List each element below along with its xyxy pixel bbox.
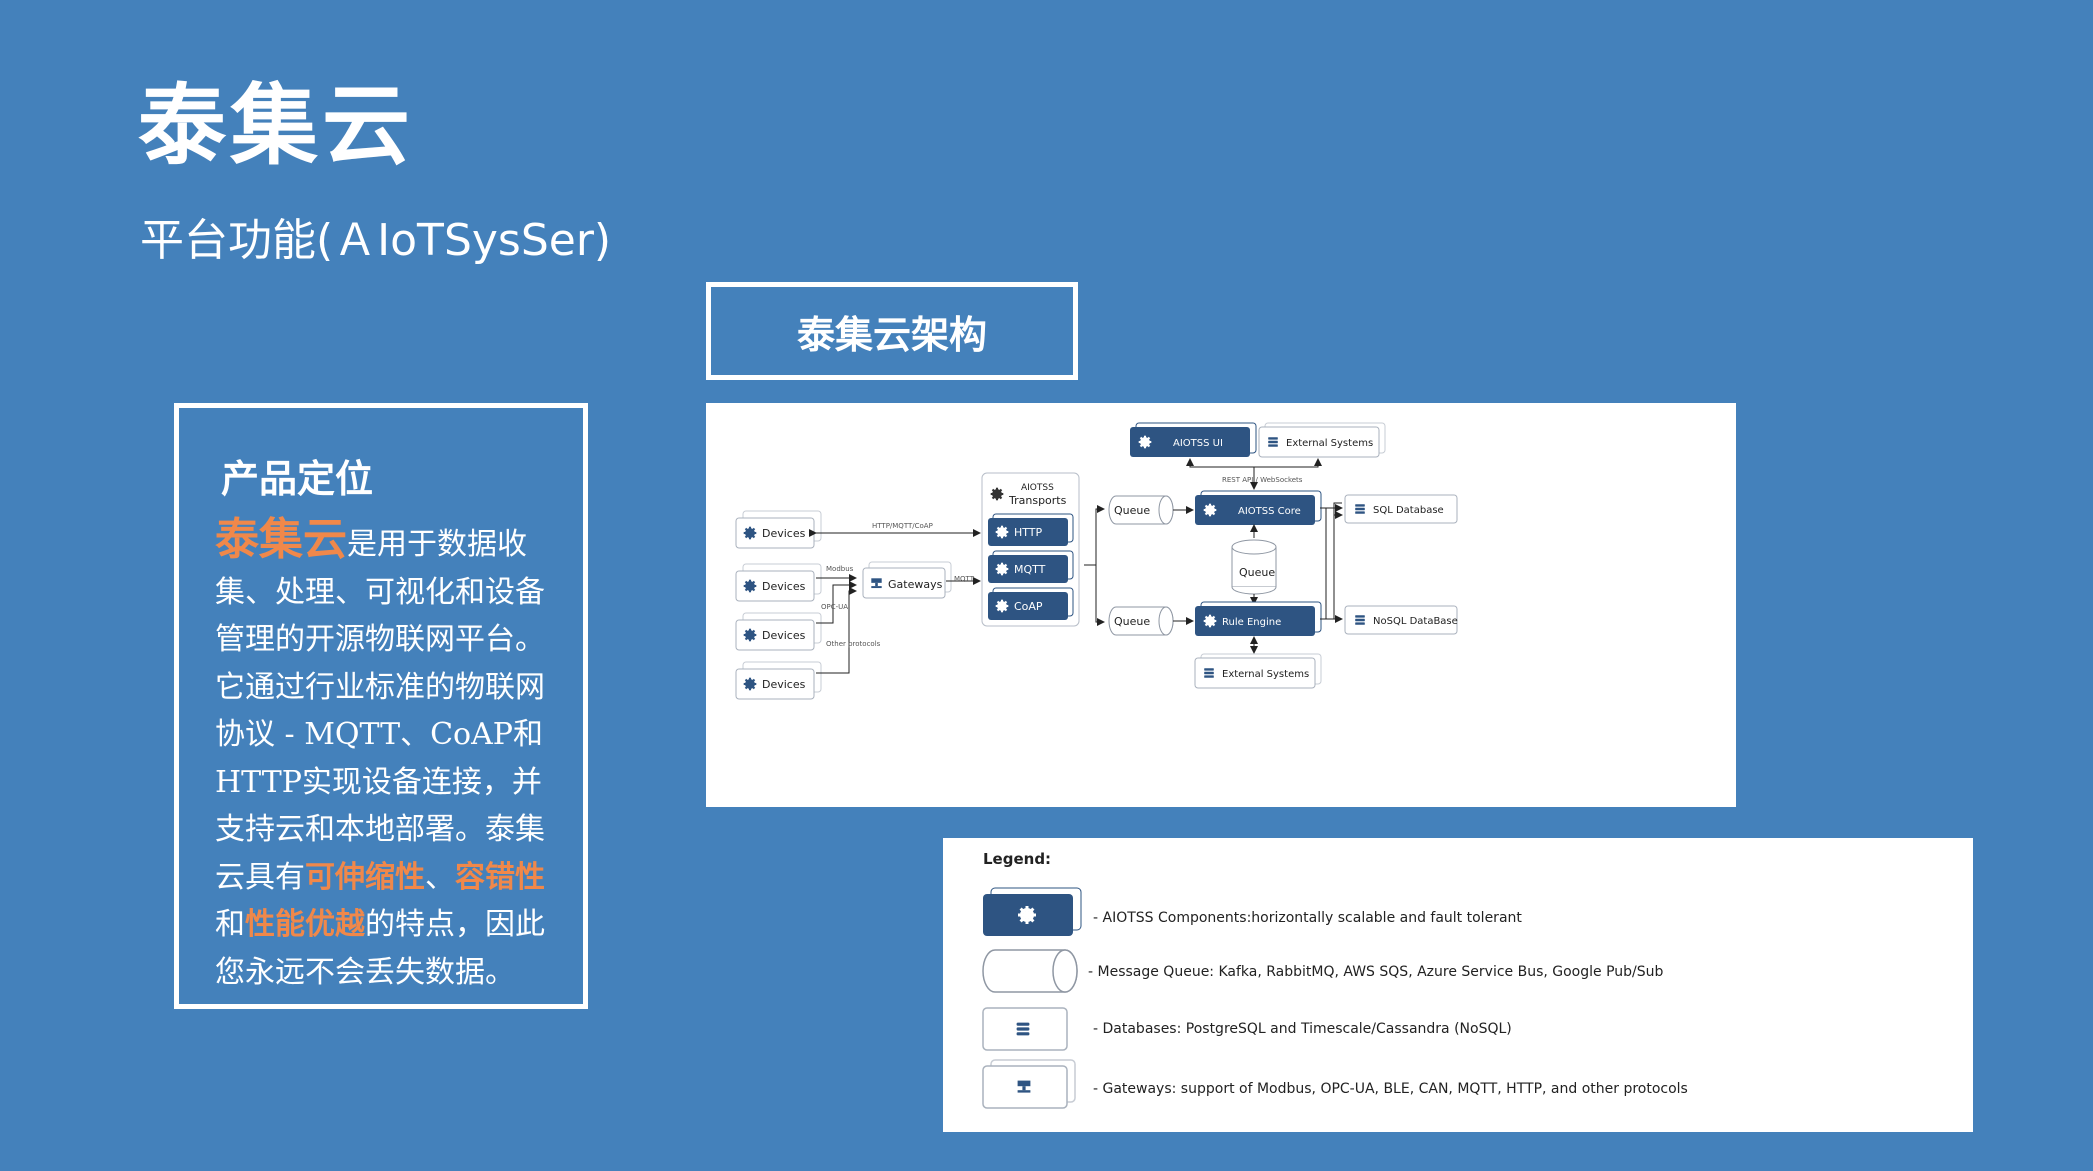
devices-node-4: Devices bbox=[735, 661, 822, 700]
gear-icon bbox=[1203, 614, 1217, 628]
nosql-db-label: NoSQL DataBase bbox=[1373, 616, 1458, 627]
gear-icon bbox=[995, 599, 1009, 613]
legend-gateway-symbol bbox=[982, 1059, 1076, 1109]
mqtt-component: MQTT bbox=[1014, 563, 1046, 576]
transports-line1: AIOTSS bbox=[1021, 483, 1054, 493]
other-protocols-label: Other protocols bbox=[826, 640, 881, 648]
highlight-performance: 性能优越 bbox=[245, 907, 365, 942]
external-systems-bottom: External Systems bbox=[1194, 653, 1322, 689]
mqtt-small-label: MQTT bbox=[954, 575, 975, 583]
transports-line2: Transports bbox=[1008, 494, 1067, 507]
legend-item-queue: - Message Queue: Kafka, RabbitMQ, AWS SQ… bbox=[1088, 964, 1664, 980]
legend-item-databases: - Databases: PostgreSQL and Timescale/Ca… bbox=[1093, 1021, 1512, 1037]
database-icon bbox=[1355, 504, 1365, 514]
gear-icon bbox=[1017, 905, 1037, 925]
devices-label: Devices bbox=[762, 580, 806, 593]
devices-label: Devices bbox=[762, 629, 806, 642]
rule-engine-label: Rule Engine bbox=[1222, 617, 1281, 628]
database-icon bbox=[1268, 437, 1278, 447]
legend-item-components: - AIOTSS Components:horizontally scalabl… bbox=[1093, 910, 1522, 926]
core-label: AIOTSS Core bbox=[1238, 506, 1301, 517]
aiotss-core-component: AIOTSS Core bbox=[1195, 490, 1322, 525]
ui-label: AIOTSS UI bbox=[1173, 438, 1223, 449]
positioning-sep: 、 bbox=[425, 859, 455, 895]
modbus-label: Modbus bbox=[826, 565, 854, 573]
architecture-diagram: Devices Devices Devices Devices Gateways… bbox=[706, 403, 1736, 807]
highlight-scalability: 可伸缩性 bbox=[305, 859, 425, 895]
queue-label: Queue bbox=[1114, 504, 1150, 517]
gateways-node: Gateways bbox=[862, 561, 952, 599]
coap-component: CoAP bbox=[1014, 600, 1043, 613]
legend-title: Legend: bbox=[983, 850, 1051, 868]
page-title: 泰集云 bbox=[138, 74, 415, 177]
positioning-part1: 是用于数据收集、处理、可视化和设备管理的开源物联网平台。它通过行业标准的物联网协… bbox=[215, 527, 545, 895]
positioning-part2: 和 bbox=[215, 907, 245, 942]
gear-icon bbox=[995, 525, 1009, 539]
gear-icon bbox=[1138, 435, 1152, 449]
architecture-label: 泰集云架构 bbox=[706, 282, 1078, 380]
http-mqtt-coap-label: HTTP/MQTT/CoAP bbox=[872, 522, 933, 530]
legend-queue-symbol bbox=[982, 949, 1078, 993]
gateways-label: Gateways bbox=[888, 578, 943, 591]
positioning-part3: 的特点，因此您永远不会丢失数据。 bbox=[215, 907, 545, 990]
devices-node-1: Devices bbox=[735, 510, 822, 549]
devices-label: Devices bbox=[762, 527, 806, 540]
queue-bottom: Queue bbox=[1108, 606, 1174, 636]
nosql-database-node: NoSQL DataBase bbox=[1344, 605, 1458, 635]
legend-component-symbol bbox=[983, 887, 1082, 936]
highlight-fault-tolerance: 容错性 bbox=[455, 859, 545, 895]
transports-container: AIOTSS Transports HTTP MQTT CoAP bbox=[981, 472, 1080, 627]
legend-panel: Legend: - AIOTSS Components:horizontally… bbox=[943, 838, 1973, 1132]
gear-icon bbox=[990, 487, 1004, 501]
legend-database-symbol bbox=[982, 1007, 1068, 1051]
gear-icon bbox=[743, 579, 757, 593]
gear-icon bbox=[743, 677, 757, 691]
http-component: HTTP bbox=[1014, 526, 1043, 539]
external-systems-top: External Systems bbox=[1258, 422, 1386, 458]
queue-label: Queue bbox=[1114, 615, 1150, 628]
rest-api-label: REST API / WebSockets bbox=[1222, 476, 1303, 484]
positioning-heading: 产品定位 bbox=[221, 457, 374, 501]
opc-ua-label: OPC-UA bbox=[821, 603, 848, 611]
queue-label: Queue bbox=[1239, 566, 1275, 579]
brand-name: 泰集云 bbox=[215, 514, 347, 565]
devices-node-2: Devices bbox=[735, 563, 822, 602]
legend-item-gateways: - Gateways: support of Modbus, OPC-UA, B… bbox=[1093, 1081, 1688, 1097]
gear-icon bbox=[743, 526, 757, 540]
devices-label: Devices bbox=[762, 678, 806, 691]
aiotss-ui-component: AIOTSS UI bbox=[1130, 422, 1257, 457]
devices-node-3: Devices bbox=[735, 612, 822, 651]
external-systems-label: External Systems bbox=[1222, 669, 1309, 680]
external-systems-label: External Systems bbox=[1286, 438, 1373, 449]
sql-database-node: SQL Database bbox=[1344, 494, 1458, 524]
database-icon bbox=[1204, 668, 1214, 678]
queue-middle: Queue bbox=[1231, 539, 1277, 595]
queue-top: Queue bbox=[1108, 495, 1174, 525]
database-icon bbox=[1355, 615, 1365, 625]
gear-icon bbox=[995, 562, 1009, 576]
sql-db-label: SQL Database bbox=[1373, 505, 1444, 516]
rule-engine-component: Rule Engine bbox=[1195, 601, 1322, 636]
product-positioning-box: 产品定位 泰集云是用于数据收集、处理、可视化和设备管理的开源物联网平台。它通过行… bbox=[174, 403, 588, 1009]
page-subtitle: 平台功能(ＡIoTSysSer) bbox=[140, 215, 612, 266]
gear-icon bbox=[1203, 503, 1217, 517]
positioning-text: 泰集云是用于数据收集、处理、可视化和设备管理的开源物联网平台。它通过行业标准的物… bbox=[215, 516, 565, 996]
database-icon bbox=[1016, 1022, 1030, 1036]
gear-icon bbox=[743, 628, 757, 642]
